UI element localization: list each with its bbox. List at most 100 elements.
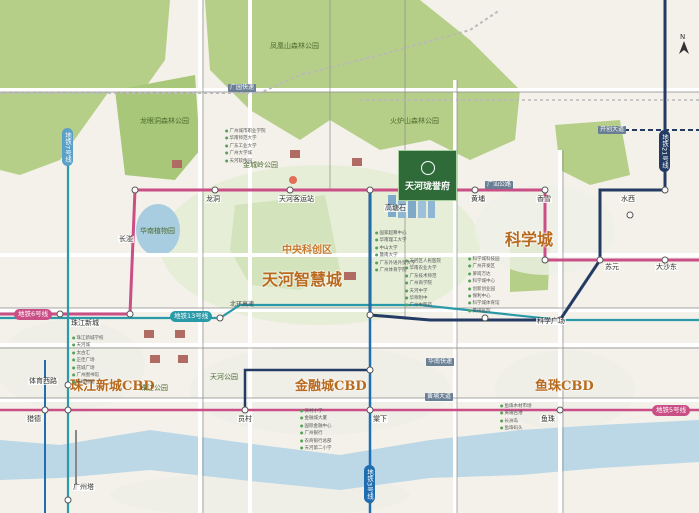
district-science: 科学城 xyxy=(505,230,554,249)
poi-item: 广州银行 xyxy=(300,430,332,437)
station-yuancun[interactable]: 员村 xyxy=(237,415,253,423)
road-ring: 北环高速 xyxy=(230,301,255,308)
label-tianhepark: 天河公园 xyxy=(210,373,238,381)
road-huanan: 华南快速 xyxy=(426,358,455,366)
metro-pill-5[interactable]: 地铁5号线 xyxy=(652,405,691,416)
district-central: 中央科创区 xyxy=(282,245,332,256)
landmark-icons xyxy=(144,150,362,363)
poi-item: 正佳广场 xyxy=(72,357,104,364)
poi-item: 创新创业园 xyxy=(468,286,500,293)
metro-line-21 xyxy=(368,0,667,322)
forest-north xyxy=(205,0,520,160)
poi-item: 黄埔古港 xyxy=(500,410,532,417)
district-yuzhu: 鱼珠CBD xyxy=(535,379,594,394)
poi-item: 天河软件园 xyxy=(225,158,266,165)
metro-pill-13[interactable]: 地铁13号线 xyxy=(170,311,213,322)
poi-item: 保利中心 xyxy=(468,293,500,300)
station-liede[interactable]: 猎德 xyxy=(26,415,42,423)
poi-list-b: 国家超算中心华南理工大学中山大学暨南大学广东外语外贸大学广州体育学院 xyxy=(375,230,416,274)
metro-pill-7[interactable]: 地铁7号线 xyxy=(62,128,73,167)
label-fenghuang: 凤凰山森林公园 xyxy=(270,42,319,50)
poi-item: 华南理工大学 xyxy=(375,237,416,244)
poi-item: 广州开发区 xyxy=(468,263,500,270)
metro-pill-21[interactable]: 地铁21号线 xyxy=(659,130,670,173)
poi-item: 国家超算中心 xyxy=(375,230,416,237)
station-huangpu[interactable]: 黄埔 xyxy=(470,195,486,203)
poi-item: 广东技术师范 xyxy=(405,273,441,280)
poi-list-d: 科学城科技园广州开发区萝岗万达科学城中心创新创业园保利中心科学城体育馆黄埔医院 xyxy=(468,256,500,315)
poi-list-a: 广州城市职业学院华南师范大学广东工业大学广州大学城天河软件园 xyxy=(225,128,266,165)
poi-list-f: 员村小学金融城大厦国际金融中心广州银行农商银行总部天河第二小学 xyxy=(300,408,332,452)
project-name: 天河珑誉府 xyxy=(405,182,451,192)
project-sign[interactable]: 天河珑誉府 xyxy=(398,150,458,201)
station-xiangxue[interactable]: 香雪 xyxy=(536,195,552,203)
station-yuzhu[interactable]: 鱼珠 xyxy=(540,415,556,423)
station-tianmu[interactable]: 天河客运站 xyxy=(278,195,315,203)
label-huanan: 华南植物园 xyxy=(140,227,175,235)
poi-item: 天河中学 xyxy=(405,288,441,295)
station-shuixi[interactable]: 水西 xyxy=(620,195,636,203)
district-financial: 金融城CBD xyxy=(295,379,367,394)
poi-item: 天河城 xyxy=(72,342,104,349)
poi-item: 广州体育学院 xyxy=(375,267,416,274)
poi-list-g: 鱼珠木材市场黄埔古港长洲岛鱼珠码头 xyxy=(500,403,532,433)
poi-item: 广州城市职业学院 xyxy=(225,128,266,135)
poi-list-e: 珠江新城学校天河城太古汇正佳广场花城广场广州图书馆省博物馆 xyxy=(72,335,104,387)
district-tianhe: 天河智慧城 xyxy=(262,270,343,289)
poi-item: 华南农业大学 xyxy=(405,265,441,272)
poi-item: 科学城中心 xyxy=(468,278,500,285)
poi-item: 员村小学 xyxy=(300,408,332,415)
station-sanxi[interactable]: 苏元 xyxy=(604,263,620,271)
station-changban[interactable]: 长湴 xyxy=(118,235,134,243)
poi-item: 华师附中 xyxy=(405,295,441,302)
poi-item: 农商银行总部 xyxy=(300,438,332,445)
poi-item: 金融城大厦 xyxy=(300,415,332,422)
poi-list-c: 天河区人民医院华南农业大学广东技术师范广州商学院天河中学华师附中广州中医药 xyxy=(405,258,442,310)
forest-mid-left xyxy=(115,75,200,180)
station-tangxia[interactable]: 棠下 xyxy=(372,415,388,423)
label-huolu: 火炉山森林公园 xyxy=(390,117,439,125)
label-longyan: 龙眼洞森林公园 xyxy=(140,117,189,125)
marker-red xyxy=(289,176,297,184)
station-huanghuagang[interactable]: 高塘石 xyxy=(384,204,407,212)
poi-item: 国际金融中心 xyxy=(300,423,332,430)
poi-item: 广州中医药 xyxy=(405,302,441,309)
station-longdong[interactable]: 龙洞 xyxy=(205,195,221,203)
forest-hill-east xyxy=(555,120,630,185)
poi-item: 珠江新城学校 xyxy=(72,335,104,342)
road-guangyuan: 广园快速 xyxy=(228,84,257,92)
poi-item: 广州大学城 xyxy=(225,150,266,157)
poi-item: 长洲岛 xyxy=(500,418,532,425)
lake xyxy=(136,204,180,256)
poi-item: 鱼珠木材市场 xyxy=(500,403,532,410)
poi-item: 科学城科技园 xyxy=(468,256,500,263)
station-guangzhouta[interactable]: 广州塔 xyxy=(72,483,95,491)
metro-line-7 xyxy=(243,368,370,410)
poi-item: 太古汇 xyxy=(72,350,104,357)
poi-item: 天河第二小学 xyxy=(300,445,332,452)
poi-item: 广东外语外贸大学 xyxy=(375,260,416,267)
station-tiyuxi[interactable]: 体育西路 xyxy=(28,377,58,385)
station-zhujiang[interactable]: 珠江新城 xyxy=(70,319,100,327)
station-kexue[interactable]: 科学广场 xyxy=(536,317,566,325)
poi-item: 广州商学院 xyxy=(405,280,441,287)
planned-line-grey xyxy=(0,9,501,94)
road-guangshan: 广汕公路 xyxy=(485,181,514,189)
poi-item: 中山大学 xyxy=(375,245,416,252)
svg-text:N: N xyxy=(680,33,685,41)
poi-item: 暨南大学 xyxy=(375,252,416,259)
poi-item: 科学城体育馆 xyxy=(468,300,500,307)
metro-pill-3[interactable]: 地铁3号线 xyxy=(364,465,375,504)
poi-item: 广东工业大学 xyxy=(225,143,266,150)
road-huangpu: 黄埔大道 xyxy=(425,393,454,401)
poi-item: 花城广场 xyxy=(72,365,104,372)
metro-pill-6[interactable]: 地铁6号线 xyxy=(14,309,53,320)
poi-item: 省博物馆 xyxy=(72,379,104,386)
poi-item: 天河区人民医院 xyxy=(405,258,442,265)
station-dasha[interactable]: 大沙东 xyxy=(655,263,678,271)
label-zhujiangpark: 珠江公园 xyxy=(140,384,168,392)
halo-financial xyxy=(190,345,450,435)
poi-item: 黄埔医院 xyxy=(468,308,500,315)
